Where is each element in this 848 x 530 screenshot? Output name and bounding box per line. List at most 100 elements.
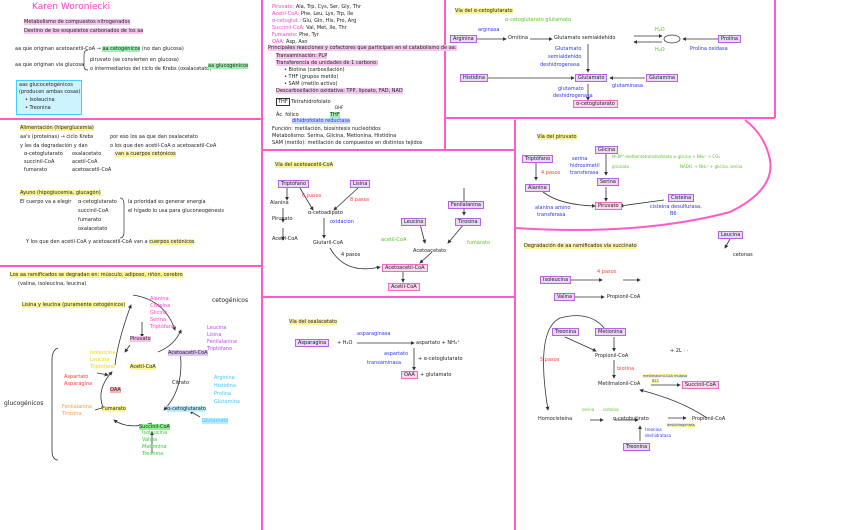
thf-metabolism: Metabolismo: Serina, Glicina, Metionina,… [272,133,397,139]
node-leucine: Leucina [718,231,744,239]
oaa-path-title: Vía del oxalacetato [289,319,337,325]
aa-item: Asparagina [64,381,93,387]
node-leucine: Leucina [401,218,427,226]
node-arginine: Arginina [450,35,477,43]
fed-col2-item: acetil-CoA [72,159,98,165]
aa-item: Glicina [150,310,168,316]
fed-col1-item: succinil-CoA [24,159,55,165]
aa-item: Aspartato [64,374,89,380]
oxidation-label: oxidación [330,219,354,225]
fed-col2-item: oxalacetato [72,151,102,157]
serine-cosubstrate: serina [582,407,595,412]
box-subtitle: (producen ambas cosas) [19,89,81,95]
node-serine: Serina [597,178,619,186]
glucogenic-label: aa glucogénicos [208,63,249,69]
enzyme-label: transferasa [570,170,599,176]
node-citrate: Citrato [172,380,189,386]
node-pyruvate: Piruvato [130,336,151,342]
node-succinyl-coa: Succinil-CoA [139,424,170,430]
box-title: aas glucocetogénicos [19,82,73,88]
fast-item: oxalacetato [78,226,108,232]
steps-label: 4 pasos [541,170,561,176]
node-pyruvate: Piruvato [272,216,293,222]
steps-label: 4 pasos [597,269,617,275]
cofactor-heading: Principales reacciones y cofactores que … [268,45,457,51]
cofactor-line: Transferencia de unidades de 1 carbono: [276,60,378,66]
enzyme-glutaminase: glutaminasa [612,83,643,89]
aa-item: Lisina [207,332,222,338]
node-ornithine: Ornitina [508,35,529,41]
node-threonine: Treonina [552,328,580,336]
fed-result: van a cuerpos cetónicos [115,151,176,157]
node-glycine: Glicina [595,146,619,154]
node-pyruvate: Piruvato [595,202,622,210]
node-homocysteine: Homocisteína [538,416,573,422]
node-methylmalonyl-coa: Metilmalonil-CoA [598,381,641,387]
node-acetyl-coa-final: Acetil-CoA [388,283,420,291]
glucogenic-line-label: aa que originan vía glucosa [15,62,84,68]
box-item: • Isoleucina [25,97,55,103]
cofactors-label: α-cetoglutarato glutamato [505,17,572,23]
fed-col1-item: α-cetoglutarato [24,151,63,157]
fed-col1-item: fumarato [24,167,48,173]
node-alanine: Alanina [525,184,550,192]
intro-line-1: Metabolismo de compuestos nitrogenados [24,19,131,25]
cycle-title-2: (valina, isoleucina, leucina) [18,281,87,287]
aa-item: Leucina [207,325,227,331]
node-succinyl-coa: Succinil-CoA [682,381,719,389]
fed-line: aa's (proteínas) → ciclo Krebs [20,134,94,140]
folic-acid: Ác. fólico [276,112,299,118]
glutamate-node: Glutamato [202,418,229,424]
enzyme-arginase: arginasa [478,27,500,33]
thf-product: THF [330,112,340,118]
aa-item: Cisteína [150,303,171,309]
node-glutamine: Glutamina [646,74,678,82]
enzyme-label: deshidrogenasa [553,93,593,99]
node-fumarate: Fumarato [102,406,126,412]
node-acetyl-coa: Acetil-CoA [130,364,156,370]
node-ketones: cetonas [733,252,753,258]
node-propionyl-coa: Propionil-CoA [607,294,641,300]
enzyme-label: deshidratasa [645,433,671,438]
fumarate-byproduct: fumarato [467,240,491,246]
node-tyrosine: Tirosina [455,218,481,226]
glucoketogenic-box: aas glucocetogénicos (producen ambas cos… [16,80,82,115]
aa-item: Metionina [142,444,167,450]
succinyl-path-title: Degradación de aa ramificados vía succin… [524,243,637,249]
steps-label: 6 pasos [302,193,322,199]
aa-item: Histidina [214,383,236,389]
section-dividers [0,0,776,530]
pyruvate-path-title: Vía del piruvato [537,134,577,140]
cofactor-item: • SAM (metilo activo) [284,81,338,87]
aa-item: Prolina [214,391,231,397]
fast-result: la prioridad es generar energía [128,199,206,205]
fast-item: succinil-CoA [78,208,109,214]
node-oaa: OAA [401,371,418,379]
enzyme-label: serina [572,156,588,162]
fed-line: o los que den acetil-CoA o acetoacetil-C… [110,143,217,149]
dhf: DHF [335,105,344,110]
fast-result: el hígado lo usa para gluconeogénesis [128,208,225,214]
node-acetyl-coa: Acetil-CoA [272,236,298,242]
intro-line-2: Destino de los esqueletos carbonados de … [24,28,144,34]
cycle-subtitle: Lisina y leucina (puramente cetogénicos) [22,302,126,308]
node-alpha-ketobutyrate: α-cetobutirato [613,416,649,422]
cofactor-biotin: biotina [617,366,635,372]
enzyme-label: deshidrogenasa [540,62,580,68]
glycine-cleavage-note: N⁵,N¹⁰-metilentetrahidrofolato ⇌ glicina… [612,154,720,159]
glucogenic-side-label: glucogénicos [4,400,44,407]
node-phenylalanine: Fenilalanina [448,201,484,209]
aa-item: Arginina [214,375,235,381]
glycine-cleavage-note: NADH, + NH₄⁺ + glicina, serina [680,164,743,169]
enzyme-label: cisteína desulfurasa, [650,204,702,210]
enzyme-label: aspartato [384,351,409,357]
steps-label: 5 pasos [540,357,560,363]
cofactor-b12: B12 [652,379,659,384]
enzyme-label: deshidrogenasa [667,423,695,428]
enzyme-label: semialdehído [548,54,582,60]
ketogenic-label: cetogénicos [212,297,249,304]
aa-item: Triptófano [207,346,233,352]
aa-item: Isoleucina [142,430,168,436]
scribble-note: + 2L · · [670,348,689,354]
